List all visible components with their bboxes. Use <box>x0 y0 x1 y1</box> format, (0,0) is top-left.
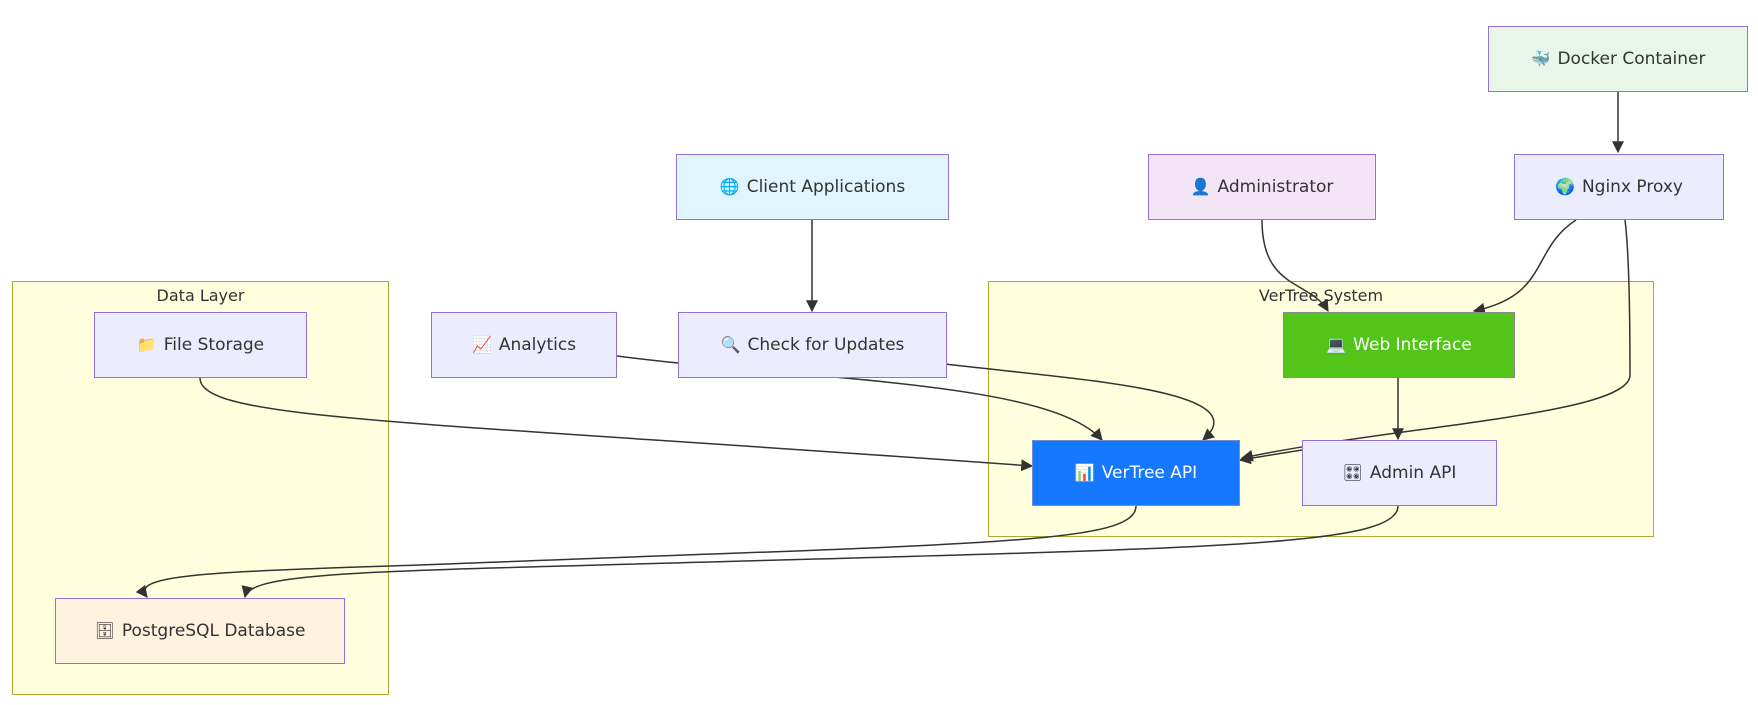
node-label-administrator: Administrator <box>1217 177 1334 197</box>
node-check-for-updates[interactable]: 🔍 Check for Updates <box>678 312 947 378</box>
node-label-postgresql: PostgreSQL Database <box>121 621 306 641</box>
folder-icon: 📁 <box>136 335 157 354</box>
cluster-label-vertree-system: VerTree System <box>1258 286 1384 305</box>
node-analytics[interactable]: 📈 Analytics <box>431 312 617 378</box>
edge-nginx-api <box>1240 219 1631 462</box>
node-label-nginx: Nginx Proxy <box>1581 177 1683 197</box>
node-client-applications[interactable]: 🌐 Client Applications <box>676 154 949 220</box>
earth-icon: 🌍 <box>1555 177 1575 196</box>
node-label-analytics: Analytics <box>498 335 577 355</box>
globe-icon: 🌐 <box>719 177 740 196</box>
edge-adminapi-db <box>241 505 1399 599</box>
node-vertree-api[interactable]: 📊 VerTree API <box>1032 440 1240 506</box>
node-docker-container[interactable]: 🐳 Docker Container <box>1488 26 1748 92</box>
node-label-client: Client Applications <box>746 177 906 197</box>
node-label-web-interface: Web Interface <box>1353 335 1472 355</box>
node-label-vertree-api: VerTree API <box>1101 463 1198 483</box>
node-nginx-proxy[interactable]: 🌍 Nginx Proxy <box>1514 154 1724 220</box>
person-icon: 👤 <box>1190 177 1211 196</box>
control-knobs-icon: 🎛 <box>1342 463 1363 482</box>
node-label-docker: Docker Container <box>1557 49 1706 69</box>
edge-adminapi-api <box>1238 449 1303 465</box>
node-file-storage[interactable]: 📁 File Storage <box>94 312 307 378</box>
edge-updates-api <box>944 363 1216 441</box>
magnifier-icon: 🔍 <box>720 335 741 354</box>
node-postgresql-database[interactable]: 🗄 PostgreSQL Database <box>55 598 345 664</box>
node-administrator[interactable]: 👤 Administrator <box>1148 154 1376 220</box>
node-label-admin-api: Admin API <box>1369 463 1457 483</box>
node-label-updates: Check for Updates <box>747 335 905 355</box>
cabinet-icon: 🗄 <box>94 621 115 640</box>
node-admin-api[interactable]: 🎛 Admin API <box>1302 440 1497 506</box>
cluster-label-data-layer: Data Layer <box>156 286 245 305</box>
bar-chart-icon: 📊 <box>1074 463 1095 482</box>
edge-nginx-web <box>1472 219 1577 315</box>
laptop-icon: 💻 <box>1326 335 1347 354</box>
edge-storage-api <box>199 377 1034 472</box>
chart-increasing-icon: 📈 <box>471 335 492 354</box>
edge-api-db <box>135 505 1137 598</box>
edge-admin-web <box>1261 219 1329 313</box>
node-web-interface[interactable]: 💻 Web Interface <box>1283 312 1515 378</box>
node-label-file-storage: File Storage <box>163 335 265 355</box>
whale-icon: 🐳 <box>1530 49 1551 68</box>
